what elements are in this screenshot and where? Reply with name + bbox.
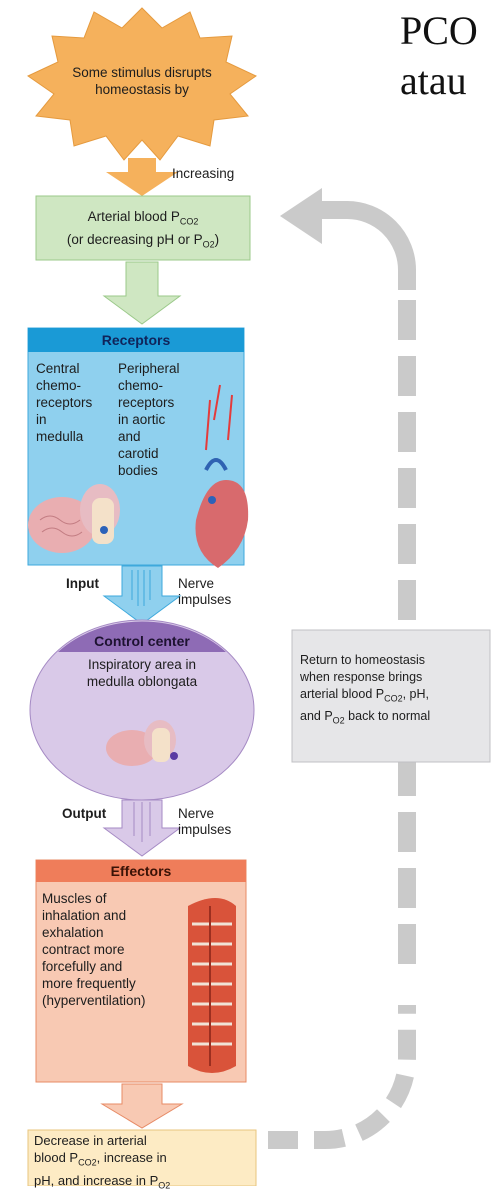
effectors-text: Muscles of inhalation and exhalation con… [42,890,192,1009]
peripheral-line: Peripheral [118,360,204,377]
overlay-text-line-2: atau [400,58,467,104]
response-line-3: pH, and increase in PO2 [34,1172,254,1194]
effectors-line: inhalation and [42,907,192,924]
response-text: Decrease in arterial blood PCO2, increas… [34,1132,254,1194]
effectors-line: Muscles of [42,890,192,907]
ribcage-muscles-illustration [188,898,236,1073]
controlled-condition-text: Arterial blood PCO2 (or decreasing pH or… [36,208,250,253]
control-center-title: Control center [58,630,226,652]
effectors-line: forcefully and [42,958,192,975]
return-line-1: Return to homeostasis [300,652,490,669]
receptors-title: Receptors [28,329,244,351]
return-line-3: arterial blood PCO2, pH, [300,686,490,708]
input-signal-line: impulses [178,592,231,608]
arrow-effectors-down [102,1084,182,1128]
central-line: Central [36,360,116,377]
effectors-line: exhalation [42,924,192,941]
effectors-line: (hyperventilation) [42,992,192,1009]
response-line-2: blood PCO2, increase in [34,1149,254,1172]
input-label: Input [66,576,99,592]
central-line: medulla [36,428,116,445]
peripheral-line: in aortic [118,411,204,428]
effectors-line: more frequently [42,975,192,992]
output-signal-text: Nerve impulses [178,806,231,838]
stimulus-text: Some stimulus disrupts homeostasis by [60,64,224,98]
control-center-line: Inspiratory area in [44,656,240,673]
overlay-text-line-1: PCO [400,8,478,54]
peripheral-line: carotid [118,445,204,462]
peripheral-chemoreceptors-text: Peripheral chemo- receptors in aortic an… [118,360,204,479]
return-line-2: when response brings [300,669,490,686]
controlled-condition-line-1: Arterial blood PCO2 [36,208,250,231]
return-line-4: and PO2 back to normal [300,708,490,730]
control-center-text: Inspiratory area in medulla oblongata [44,656,240,690]
output-signal-line: Nerve [178,806,231,822]
central-line: receptors [36,394,116,411]
central-line: chemo- [36,377,116,394]
controlled-condition-line-2: (or decreasing pH or PO2) [36,231,250,254]
control-center-line: medulla oblongata [44,673,240,690]
peripheral-line: and [118,428,204,445]
effectors-title: Effectors [36,860,246,882]
effectors-line: contract more [42,941,192,958]
stimulus-arrow-label: Increasing [172,166,234,182]
peripheral-line: receptors [118,394,204,411]
input-signal-line: Nerve [178,576,231,592]
central-line: in [36,411,116,428]
input-arrow [104,566,180,624]
peripheral-line: chemo- [118,377,204,394]
input-signal-text: Nerve impulses [178,576,231,608]
arrow-stimulus-down [106,158,178,196]
return-box-text: Return to homeostasis when response brin… [300,652,490,729]
central-chemoreceptors-text: Central chemo- receptors in medulla [36,360,116,445]
output-label: Output [62,806,106,822]
arrow-controlled-down [104,262,180,324]
output-signal-line: impulses [178,822,231,838]
output-arrow [104,800,180,856]
peripheral-line: bodies [118,462,204,479]
response-line-1: Decrease in arterial [34,1132,254,1149]
